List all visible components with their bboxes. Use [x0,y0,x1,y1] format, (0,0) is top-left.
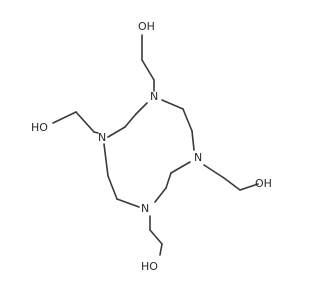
bond-ring-nright-c [154,187,167,203]
molecule-structure: OH HO OH HO N N N N [31,20,272,273]
bond-top-c1-c2 [141,59,155,81]
bond-right-n-c1 [203,164,225,179]
atom-n-top: N [150,90,158,103]
bond-right-c1-c2 [223,177,241,191]
bond-ring-ntop-a [161,99,184,110]
bond-ring-nbottom-a [116,198,140,208]
bond-ring-nleft-b [124,113,137,128]
bond-ring-ntop-b [182,108,193,132]
atom-oh-top: OH [138,20,155,33]
atom-oh-left: HO [31,121,48,134]
bond-ring-nright-b [165,172,172,189]
atom-oh-bottom: HO [141,260,158,273]
bond-ring-nbottom-b [107,175,118,200]
atom-oh-right: OH [255,177,272,190]
bond-right-c2-oh [239,183,259,191]
bond-bottom-c2-oh [159,243,163,256]
bond-ring-nleft-a [107,126,126,138]
bond-left-c1-c2 [75,111,95,133]
atom-n-bottom: N [141,202,149,215]
bond-ring-nbottom-c [103,143,109,177]
bond-bottom-c1-c2 [149,229,163,245]
atom-n-left: N [98,131,106,144]
bond-ring-nright-a [170,161,191,174]
bond-left-oh-c1 [52,111,77,124]
bond-ring-ntop-c [191,130,195,151]
bond-ring-nleft-c [135,102,148,115]
bond-left-c2-n [93,131,99,134]
atom-n-right: N [194,151,202,164]
